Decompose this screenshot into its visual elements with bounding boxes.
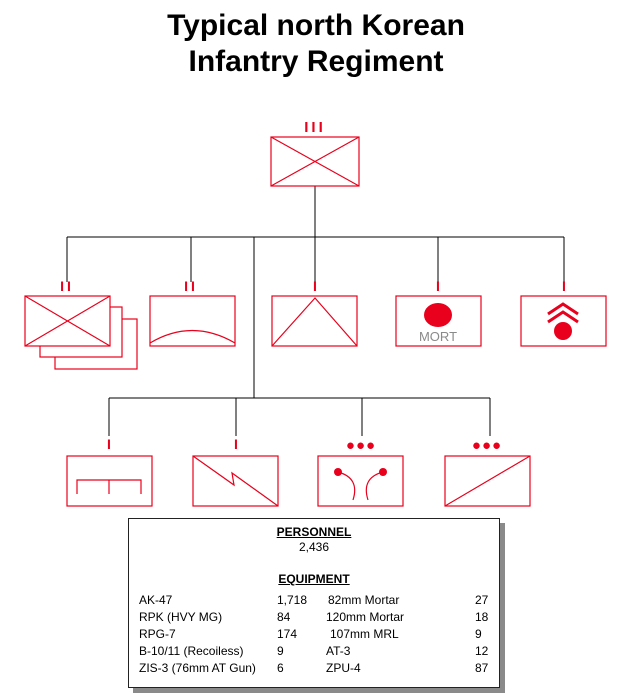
signal-company-symbol: I [192,436,279,507]
equipment-qty: 9 [475,627,482,641]
echelon-mark: I [313,278,317,294]
regiment-unit-symbol: III [270,119,360,187]
diagram-title: Typical north Korean Infantry Regiment [0,8,632,80]
battalion-frame [149,295,236,347]
air-defense-battalion-symbol: I [271,278,358,347]
equipment-qty: 1,718 [277,593,308,607]
equipment-name: 82mm Mortar [328,593,400,607]
chemical-company-symbol: ●●● [317,437,404,507]
echelon-mark: ●●● [346,437,376,454]
echelon-mark: III [304,119,326,136]
equipment-name: B-10/11 (Recoiless) [139,644,244,658]
armor-reconnaissance-battalion-symbol: II [149,278,236,347]
title-line-2: Infantry Regiment [188,45,444,78]
arc-icon [149,329,236,344]
echelon-mark: I [436,278,440,294]
personnel-heading: PERSONNEL [276,525,352,539]
company-frame [317,455,404,507]
equipment-name: RPK (HVY MG) [139,610,223,624]
echelon-mark: ●●● [472,437,502,454]
filled-dot-icon [424,303,452,327]
equipment-qty: 12 [475,644,489,658]
infantry-battalion-symbol: II [24,278,138,370]
mortar-label: MORT [419,329,457,344]
echelon-mark: II [60,278,74,294]
equipment-qty: 18 [475,610,489,624]
equipment-qty: 87 [475,661,489,675]
filled-dot-icon [554,322,572,340]
lightning-bolt-icon [192,455,279,507]
echelon-mark: I [562,278,566,294]
equipment-heading: EQUIPMENT [278,572,350,586]
chevron-up-icon [547,302,579,316]
antitank-company-symbol: ●●● [444,437,531,507]
equipment-name: AK-47 [139,593,173,607]
company-frame [192,455,279,507]
personnel-value: 2,436 [298,540,330,554]
equipment-name: 107mm MRL [330,627,399,641]
title-line-1: Typical north Korean [167,9,465,42]
equipment-name: ZIS-3 (76mm AT Gun) [139,661,256,675]
echelon-mark: I [234,436,238,452]
battalion-frame [271,295,358,347]
equipment-qty: 27 [475,593,489,607]
echelon-mark: II [184,278,198,294]
triangle-icon [271,297,358,347]
equipment-qty: 84 [277,610,291,624]
mortar-battalion-symbol: I MORT [395,278,482,347]
equipment-name: AT-3 [326,644,351,658]
summary-panel: PERSONNEL 2,436 EQUIPMENT AK-47 1,718 82… [128,518,500,688]
equipment-name: 120mm Mortar [326,610,405,624]
equipment-name: ZPU-4 [326,661,361,675]
equipment-name: RPG-7 [139,627,176,641]
equipment-qty: 174 [277,627,298,641]
equipment-qty: 6 [277,661,284,675]
equipment-qty: 9 [277,644,284,658]
diagonal-slash-icon [444,455,531,507]
connector-lines [66,186,565,436]
echelon-mark: I [107,436,111,452]
engineer-company-symbol: I [66,436,153,507]
artillery-battalion-symbol: I [520,278,607,347]
